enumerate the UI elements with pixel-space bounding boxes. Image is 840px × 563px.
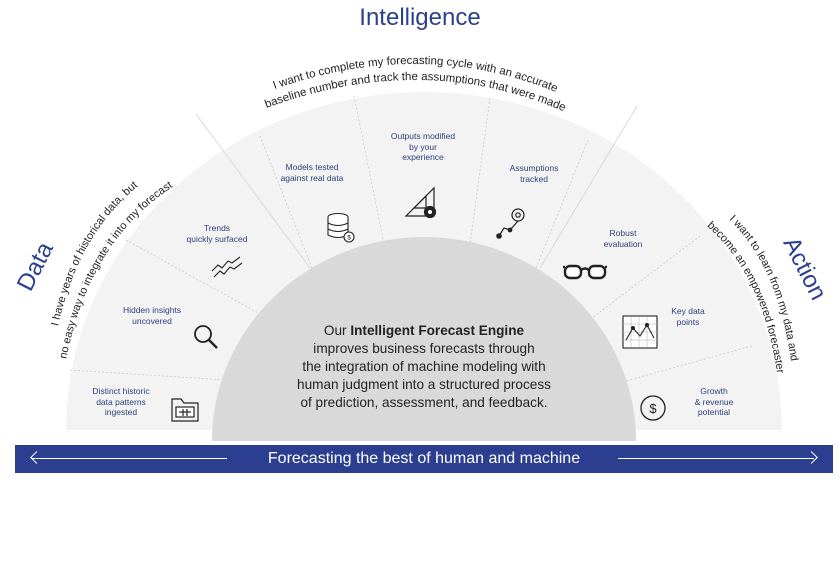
svg-text:$: $ <box>649 401 657 416</box>
segment-label-line: Assumptions <box>509 163 559 173</box>
segment-label-line: ingested <box>104 407 138 417</box>
engine-name: Intelligent Forecast Engine <box>350 323 525 338</box>
divider-left <box>195 113 311 269</box>
segment-label-outputs-modified: Outputs modified by your experience <box>368 131 478 163</box>
action-header: Action <box>778 233 832 305</box>
line-chart-icon <box>622 315 658 349</box>
intelligence-header: Intelligence <box>359 4 481 31</box>
segment-label-line: tracked <box>520 173 548 184</box>
data-header: Data <box>12 237 59 295</box>
footer-banner: Forecasting the best of human and machin… <box>15 445 833 473</box>
segment-label-key-data: Key data points <box>633 306 743 327</box>
segment-label-line: by your <box>409 141 437 152</box>
segment-label-line: uncovered <box>132 315 172 326</box>
trend-lines-icon <box>211 256 243 278</box>
segment-label-assumptions: Assumptions tracked <box>479 163 589 184</box>
segment-label-line: quickly surfaced <box>186 233 248 244</box>
segment-label-historic-data: Distinct historic data patterns ingested <box>66 386 176 418</box>
segment-label-line: experience <box>402 152 444 162</box>
segment-label-models-tested: Models tested against real data <box>257 162 367 183</box>
segment-label-line: potential <box>697 407 731 417</box>
dollar-coin-icon: $ <box>640 395 666 421</box>
engine-description: Our Intelligent Forecast Engine improves… <box>264 322 584 412</box>
segment-label-line: Key data <box>671 306 705 316</box>
segment-label-line: & revenue <box>694 396 734 407</box>
segment-label-line: Hidden insights <box>122 305 182 315</box>
inner-arc <box>212 237 636 441</box>
description-prefix: Our <box>323 323 351 338</box>
segment-label-robust-evaluation: Robust evaluation <box>568 228 678 249</box>
svg-text:$: $ <box>347 235 351 242</box>
segment-label-line: Distinct historic <box>92 386 150 396</box>
description-line-3: the integration of machine modeling with <box>302 359 546 374</box>
left-arrow-line <box>31 458 227 460</box>
segment-label-line: Robust <box>609 228 637 238</box>
segment-label-line: Growth <box>700 386 728 396</box>
segment-label-line: Outputs modified <box>390 131 456 141</box>
segment-label-trends: Trends quickly surfaced <box>162 223 272 244</box>
segment-label-line: evaluation <box>603 238 643 249</box>
magnifier-icon <box>194 325 218 349</box>
description-line-5: of prediction, assessment, and feedback. <box>300 395 548 410</box>
segment-label-line: Trends <box>203 223 231 233</box>
segment-label-line: Models tested <box>285 162 339 172</box>
segment-label-line: data patterns <box>96 396 146 407</box>
description-line-1: Our Intelligent Forecast Engine <box>264 322 584 340</box>
triangle-gear-icon <box>404 186 437 219</box>
segment-dividers <box>69 95 753 383</box>
segment-label-line: points <box>676 316 700 327</box>
footer-tagline: Forecasting the best of human and machin… <box>267 450 581 467</box>
database-icon: $ <box>327 212 355 243</box>
right-arrow-line <box>618 458 814 460</box>
divider-right <box>539 105 638 269</box>
route-pin-icon <box>496 208 525 239</box>
description-line-4: human judgment into a structured process <box>297 377 551 392</box>
glasses-icon <box>563 264 607 280</box>
folder-icon <box>171 398 199 422</box>
description-line-2: improves business forecasts through <box>313 341 535 356</box>
segment-label-growth: Growth & revenue potential <box>659 386 769 418</box>
segment-label-hidden-insights: Hidden insights uncovered <box>97 305 207 326</box>
segment-label-line: against real data <box>280 172 344 183</box>
